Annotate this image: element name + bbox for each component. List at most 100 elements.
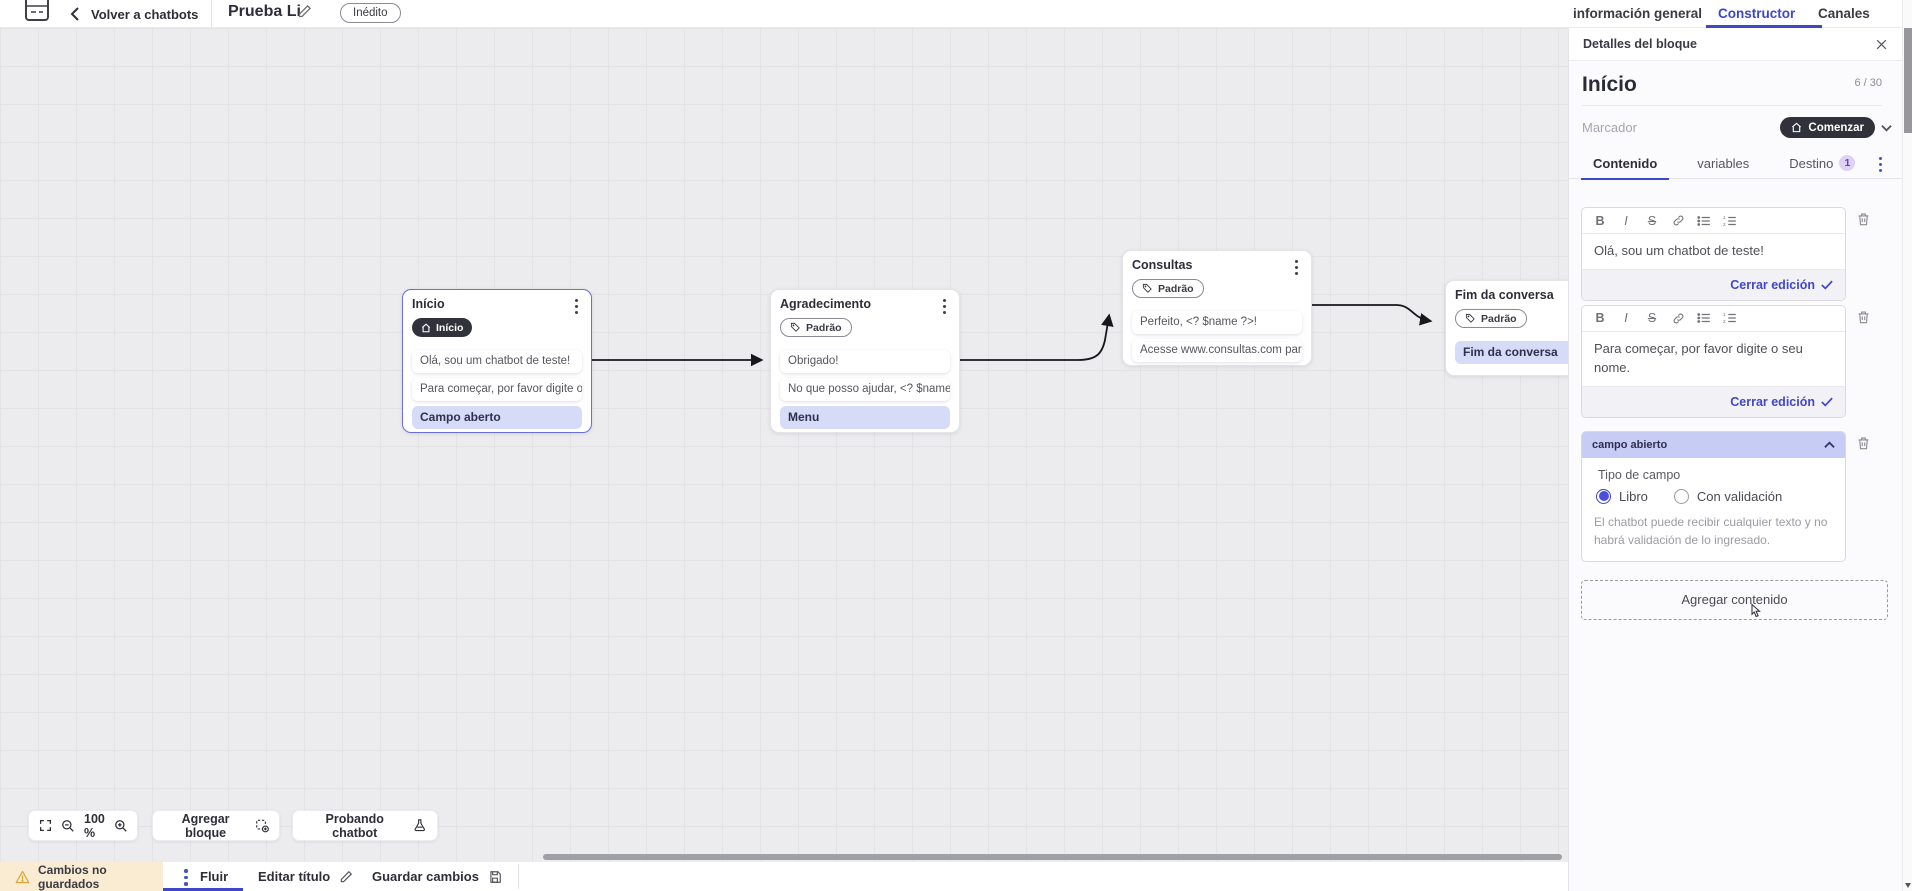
char-counter: 6 / 30 <box>1854 77 1882 89</box>
node-menu-item[interactable]: Menu <box>780 406 950 429</box>
open-field-header[interactable]: campo abierto <box>1582 431 1845 458</box>
delete-content-button[interactable] <box>1856 210 1871 228</box>
flow-node-agradecimento[interactable]: Agradecimento Padrão Obrigado! No que po… <box>770 289 960 433</box>
italic-button[interactable]: I <box>1615 211 1637 231</box>
fit-view-button[interactable] <box>39 819 52 832</box>
flow-menu-button[interactable] <box>180 867 192 888</box>
zoom-out-button[interactable] <box>61 819 75 833</box>
delete-open-field-button[interactable] <box>1856 434 1871 452</box>
edge-consultas-fim <box>1312 304 1433 326</box>
message-text-input[interactable]: Para começar, por favor digite o seu nom… <box>1594 340 1803 375</box>
tag-icon <box>790 322 800 332</box>
pencil-icon <box>340 870 353 882</box>
block-name-field[interactable]: Início <box>1582 73 1637 96</box>
status-badge: Inédito <box>340 3 401 23</box>
node-badge: Início <box>412 318 473 337</box>
node-end-item[interactable]: Fim da conversa <box>1455 341 1568 364</box>
strikethrough-button[interactable]: S <box>1641 308 1663 328</box>
flow-canvas[interactable]: Início Início Olá, sou um chatbot de tes… <box>0 28 1568 862</box>
add-content-button[interactable]: Agregar contenido <box>1581 579 1888 620</box>
link-button[interactable] <box>1667 308 1689 328</box>
save-changes-button[interactable]: Guardar cambios <box>372 862 502 891</box>
tag-icon <box>1465 313 1475 323</box>
chevron-left-icon <box>70 7 79 21</box>
vertical-scrollbar[interactable] <box>1902 0 1912 891</box>
back-to-chatbots-button[interactable]: Volver a chatbots <box>70 0 198 28</box>
panel-menu-button[interactable] <box>1875 155 1886 174</box>
test-chatbot-button[interactable]: Probando chatbot <box>303 812 427 840</box>
panel-header: Detalles del bloque <box>1569 28 1902 61</box>
marker-select[interactable]: Comenzar <box>1780 117 1892 138</box>
italic-button[interactable]: I <box>1615 308 1637 328</box>
bold-button[interactable]: B <box>1589 211 1611 231</box>
strikethrough-button[interactable]: S <box>1641 211 1663 231</box>
vertical-scrollbar-thumb[interactable] <box>1904 28 1912 133</box>
bold-button[interactable]: B <box>1589 308 1611 328</box>
node-content-item[interactable]: Obrigado! <box>780 350 950 373</box>
radio-libro[interactable]: Libro <box>1596 488 1648 504</box>
tab-fluir[interactable]: Fluir <box>200 862 228 891</box>
canvas-horizontal-scrollbar[interactable] <box>543 854 1562 860</box>
close-panel-button[interactable] <box>1875 38 1888 51</box>
node-content-item[interactable]: Acesse www.consultas.com par... <box>1132 339 1302 362</box>
check-icon <box>1821 397 1833 407</box>
message-text-input[interactable]: Olá, sou um chatbot de teste! <box>1594 243 1764 258</box>
scrollbar-down-arrow[interactable] <box>1905 883 1911 888</box>
node-menu-button[interactable] <box>571 297 582 316</box>
editor-footer: Cerrar edición <box>1582 385 1845 417</box>
node-content-item[interactable]: Perfeito, <? $name ?>! <box>1132 311 1302 334</box>
edge-agradecimento-consultas <box>960 313 1114 361</box>
field-type-options: Libro Con validación <box>1582 488 1845 504</box>
chevron-up-icon <box>1824 440 1835 448</box>
builder-nav-tabs: información general Constructor Canales <box>1568 0 1902 28</box>
tab-destino[interactable]: Destino 1 <box>1789 148 1856 179</box>
status-bar: Cambios no guardados Fluir Editar título… <box>0 862 1568 891</box>
link-button[interactable] <box>1667 211 1689 231</box>
top-bar: Volver a chatbots Prueba Li Inédito info… <box>0 0 1912 28</box>
flow-node-inicio[interactable]: Início Início Olá, sou um chatbot de tes… <box>402 289 592 433</box>
node-menu-button[interactable] <box>1291 258 1302 277</box>
flow-node-consultas[interactable]: Consultas Padrão Perfeito, <? $name ?>! … <box>1122 250 1312 366</box>
zoom-in-icon <box>114 819 127 832</box>
tab-variables[interactable]: variables <box>1697 148 1749 179</box>
radio-con-validacion[interactable]: Con validación <box>1673 488 1782 504</box>
zoom-in-button[interactable] <box>114 819 128 833</box>
node-content-item[interactable]: Para começar, por favor digite o ... <box>412 377 582 401</box>
open-field-block: campo abierto Tipo de campo Libro Con va… <box>1581 430 1846 562</box>
add-block-button[interactable]: Agregar bloque <box>163 812 269 840</box>
bullet-list-button[interactable] <box>1693 211 1715 231</box>
edit-title-button[interactable]: Editar título <box>258 862 353 891</box>
flow-node-fim-da-conversa[interactable]: Fim da conversa Padrão Fim da conversa <box>1445 280 1568 376</box>
svg-text:1: 1 <box>1723 313 1726 318</box>
node-content-item[interactable]: Olá, sou um chatbot de teste! <box>412 349 582 373</box>
unsaved-changes-badge: Cambios no guardados <box>0 862 163 891</box>
home-icon <box>421 323 431 332</box>
svg-text:2: 2 <box>1723 222 1726 227</box>
field-helper-text: El chatbot puede recibir cualquier texto… <box>1594 514 1828 547</box>
bullet-list-button[interactable] <box>1693 308 1715 328</box>
warning-icon <box>15 870 30 883</box>
node-open-field-item[interactable]: Campo aberto <box>412 405 582 429</box>
tab-constructor[interactable]: Constructor <box>1718 0 1795 28</box>
close-edit-button[interactable]: Cerrar edición <box>1730 278 1833 292</box>
flow-edges <box>592 304 1433 367</box>
trash-icon <box>1858 436 1869 449</box>
panel-title: Detalles del bloque <box>1583 37 1697 51</box>
node-content-item[interactable]: No que posso ajudar, <? $name ... <box>780 378 950 401</box>
edit-chatbot-title-button[interactable] <box>297 4 312 19</box>
node-menu-button[interactable] <box>939 297 950 316</box>
field-type-label: Tipo de campo <box>1598 467 1681 482</box>
tab-informacion-general[interactable]: información general <box>1573 0 1702 28</box>
tab-contenido[interactable]: Contenido <box>1580 148 1670 180</box>
panel-tabs: Contenido variables Destino 1 <box>1569 148 1902 180</box>
node-badge: Padrão <box>780 318 852 337</box>
close-edit-button[interactable]: Cerrar edición <box>1730 395 1833 409</box>
tab-canales[interactable]: Canales <box>1818 0 1870 28</box>
delete-content-button[interactable] <box>1856 308 1871 326</box>
